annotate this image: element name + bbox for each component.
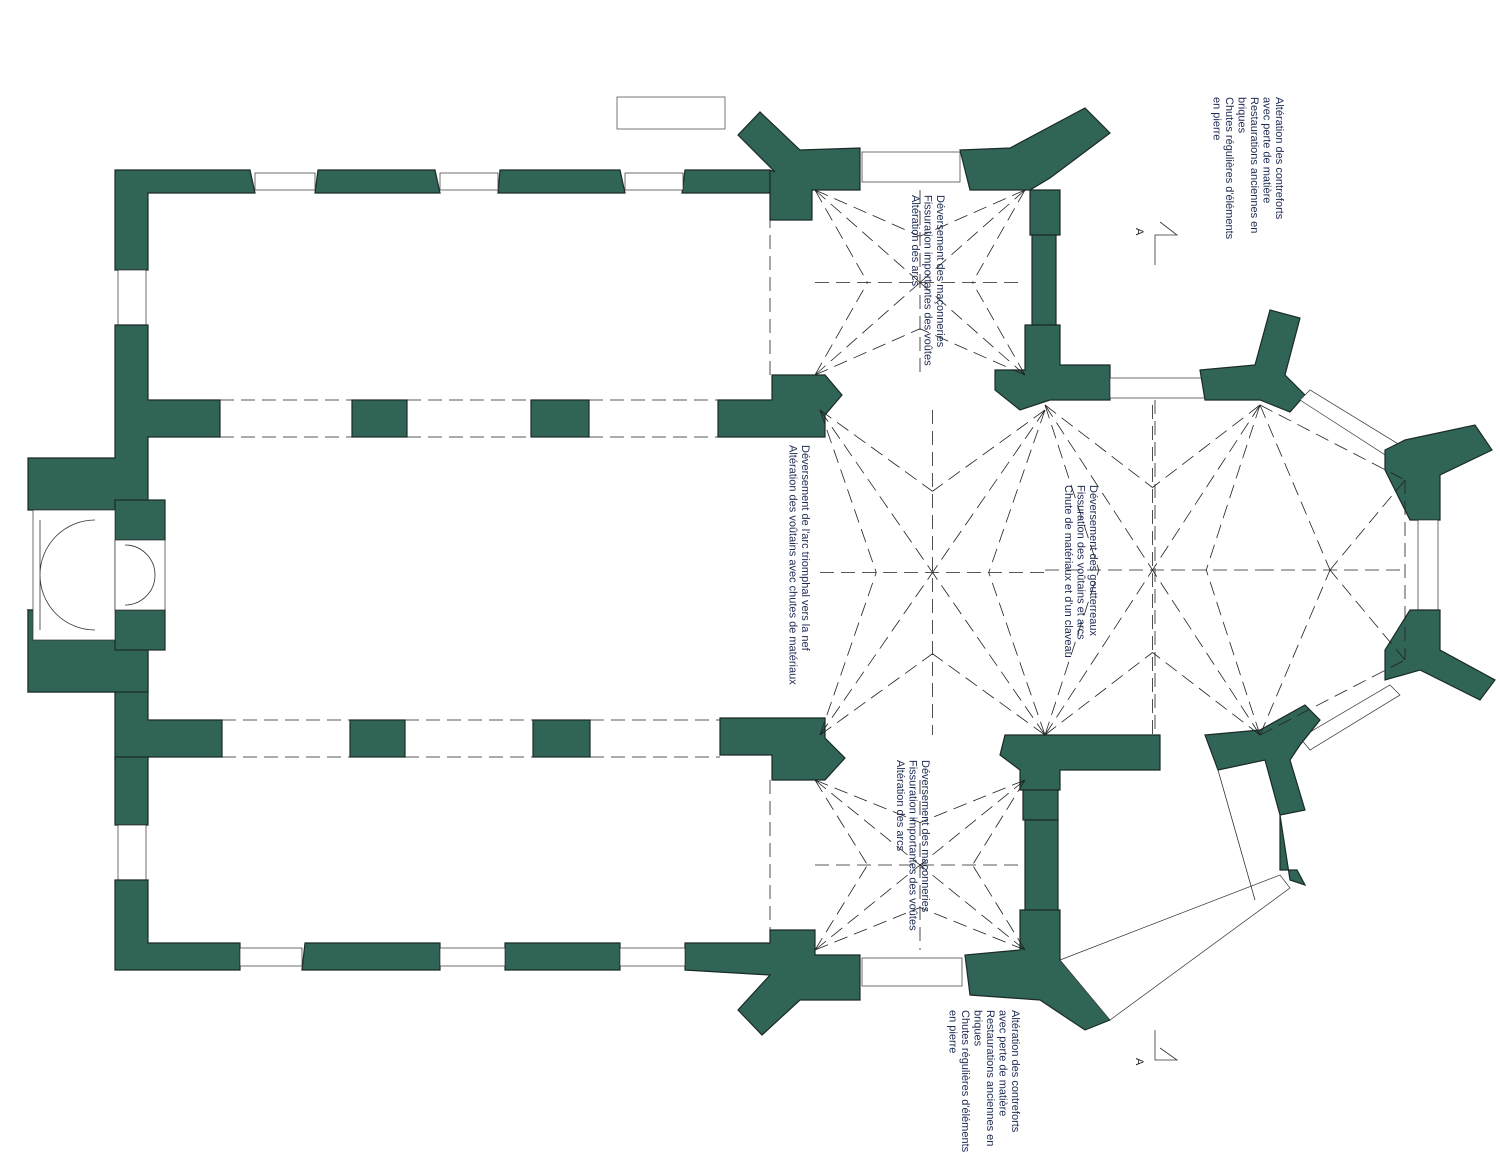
vault-rib (819, 409, 933, 573)
annotation-line: Chute de matériaux et d'un claveau (1062, 485, 1074, 658)
vault-rib (1259, 404, 1406, 481)
vault-rib (1044, 569, 1100, 736)
vault-ribs (220, 189, 1406, 951)
annotation-line: Déversement de l'arc triomphal vers la n… (799, 445, 811, 652)
annotation-line: Altération des voûtains avec chutes de m… (787, 445, 799, 685)
annotation-chancel: Déversement des goutterreauxFissuration … (1062, 485, 1099, 658)
vault-rib (814, 189, 868, 283)
entrance-doors (32, 509, 166, 641)
vault-rib (932, 409, 1046, 492)
vault-rib (1044, 569, 1153, 736)
annotation-line: Restaurations anciennes en (984, 1010, 996, 1146)
vault-rib (1259, 659, 1406, 736)
annotation-buttress-south: Altération des contrefortsavec perte de … (947, 1010, 1022, 1153)
vault-rib (1152, 652, 1261, 736)
vault-rib (932, 572, 1046, 736)
vault-rib (972, 779, 1026, 866)
annotation-line: Déversement des maçonneries (934, 195, 946, 348)
annotation-transept-south: Déversement des maçonneriesFissuration i… (894, 760, 931, 931)
vault-rib (919, 282, 1026, 376)
vault-rib (814, 189, 921, 237)
vault-rib (1152, 569, 1261, 736)
section-marker-south: A (1133, 1030, 1179, 1066)
vault-rib (819, 409, 877, 573)
annotation-line: avec perte de matière (997, 1010, 1009, 1116)
annotation-line: Fissuration importantes des voûtes (907, 760, 919, 931)
annotation-line: Fissuration importantes des voûtes (922, 195, 934, 366)
annotation-line: Chutes régulières d'éléments (959, 1010, 971, 1153)
vault-rib (919, 779, 1026, 823)
annotation-line: briques (972, 1010, 984, 1047)
vault-rib (814, 907, 921, 951)
vault-rib (1152, 404, 1261, 488)
vault-rib (972, 189, 1026, 283)
annotation-line: Altération des arcs (894, 760, 906, 852)
annotation-line: Fissuration des voûtains et arcs (1075, 485, 1087, 640)
vault-rib (1044, 404, 1100, 571)
annotation-crossing: Déversement de l'arc triomphal vers la n… (787, 445, 812, 685)
vault-rib (814, 779, 921, 866)
vault-rib (919, 779, 1026, 866)
vault-rib (988, 572, 1046, 736)
vault-rib (814, 282, 921, 376)
vault-rib (819, 653, 933, 736)
svg-text:A: A (1133, 1058, 1145, 1066)
vault-rib (1259, 404, 1331, 571)
vault-rib (814, 328, 921, 376)
walls (26, 107, 1496, 1036)
vault-rib (1259, 569, 1331, 736)
vault-rib (932, 653, 1046, 736)
vault-rib (919, 864, 1026, 951)
vault-rib (919, 328, 1026, 376)
vault-rib (819, 572, 933, 736)
vault-rib (988, 409, 1046, 573)
vault-rib (1044, 652, 1153, 736)
vault-rib (972, 864, 1026, 951)
vault-rib (919, 189, 1026, 237)
annotation-line: Altération des contreforts (1273, 97, 1285, 220)
vault-rib (1205, 404, 1261, 571)
vault-rib (919, 907, 1026, 951)
annotation-line: en pierre (947, 1010, 959, 1053)
vault-rib (972, 282, 1026, 376)
annotation-buttress-north: Altération des contrefortsavec perte de … (1211, 97, 1286, 240)
vault-rib (814, 864, 921, 951)
vault-rib (814, 864, 868, 951)
vault-rib (1152, 404, 1261, 571)
vault-rib (1044, 404, 1153, 571)
annotation-line: Chutes régulières d'éléments (1223, 97, 1235, 240)
annotation-line: Altération des arcs (909, 195, 921, 287)
annotation-line: avec perte de matière (1261, 97, 1273, 203)
annotation-transept-north: Déversement des maçonneriesFissuration i… (909, 195, 946, 366)
vault-rib (1329, 479, 1406, 571)
annotation-line: Déversement des goutterreaux (1087, 485, 1099, 637)
vault-rib (814, 779, 921, 823)
vault-rib (1329, 569, 1406, 661)
annotation-line: en pierre (1211, 97, 1223, 140)
vault-rib (814, 779, 868, 866)
vault-rib (919, 189, 1026, 283)
annotation-line: Restaurations anciennes en (1248, 97, 1260, 233)
annotation-line: Altération des contreforts (1009, 1010, 1021, 1133)
annotation-line: briques (1236, 97, 1248, 134)
vault-rib (1044, 404, 1153, 488)
vault-rib (814, 189, 921, 283)
section-marker-north: A (1133, 221, 1179, 265)
vault-rib (819, 572, 877, 736)
svg-text:A: A (1133, 228, 1145, 236)
annotation-line: Déversement des maçonneries (919, 760, 931, 913)
vault-rib (1205, 569, 1261, 736)
title-box (616, 96, 726, 130)
vault-rib (932, 409, 1046, 573)
vault-rib (819, 409, 933, 492)
vault-rib (814, 282, 868, 376)
